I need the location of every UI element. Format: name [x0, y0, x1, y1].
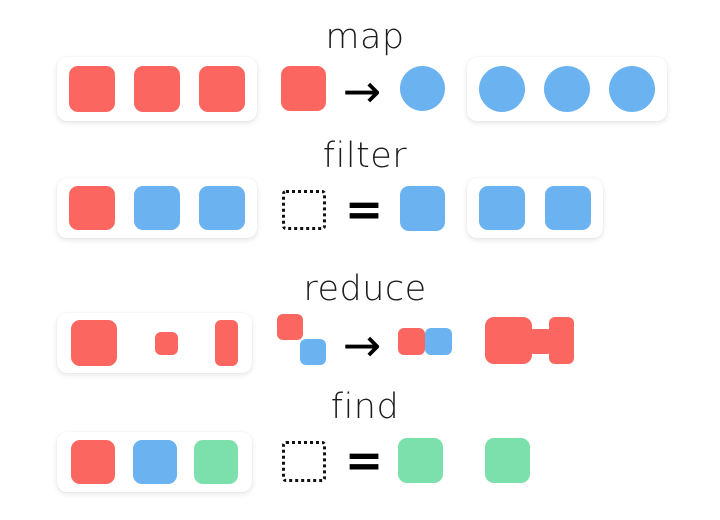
list-item-square	[134, 66, 180, 112]
input-list-reduce	[57, 313, 252, 373]
blob-part-rect-tall	[549, 317, 574, 364]
pair-square-blue	[300, 339, 326, 365]
list-item-rect-tall	[215, 320, 238, 366]
operation-output-pair	[398, 328, 452, 356]
list-item-square	[545, 186, 591, 230]
pair-square-red	[277, 314, 303, 340]
joined-square-blue	[425, 328, 452, 355]
operation-label-filter: filter	[322, 136, 408, 176]
arrow-icon: →	[342, 318, 382, 372]
placeholder-dotted-square	[282, 441, 326, 482]
operation-input-square	[281, 66, 326, 111]
list-item-square	[479, 186, 525, 230]
operation-output-circle	[400, 66, 445, 111]
list-item-square	[199, 186, 245, 230]
blob-part-square-large	[485, 317, 532, 364]
operation-label-map: map	[325, 17, 405, 57]
input-list-map	[57, 57, 257, 121]
operation-label-find: find	[330, 387, 400, 427]
list-item-square	[69, 186, 115, 230]
arrow-icon: →	[342, 64, 382, 118]
list-item-circle	[544, 66, 590, 112]
list-item-square	[71, 440, 115, 484]
reduce-result-merged-shape	[485, 317, 575, 365]
list-item-square	[134, 186, 180, 230]
output-list-map	[467, 57, 667, 121]
equals-icon: =	[344, 433, 384, 487]
list-item-square	[69, 66, 115, 112]
operation-label-reduce: reduce	[303, 269, 427, 309]
list-item-square-large	[71, 320, 117, 366]
list-item-square	[194, 440, 238, 484]
input-list-filter	[57, 178, 257, 238]
operation-match-square	[398, 438, 443, 483]
placeholder-dotted-square	[282, 190, 326, 230]
find-result-square	[485, 438, 530, 483]
output-list-filter	[467, 178, 603, 238]
list-item-circle	[609, 66, 655, 112]
operation-match-square	[400, 186, 445, 231]
input-list-find	[57, 432, 252, 492]
equals-icon: =	[344, 182, 384, 236]
list-item-circle	[479, 66, 525, 112]
joined-square-red	[398, 328, 425, 355]
blob-part-square-small	[528, 329, 553, 354]
list-item-square-small	[154, 331, 178, 355]
list-item-square	[132, 440, 177, 484]
operation-input-pair	[277, 314, 329, 368]
list-item-square	[199, 66, 245, 112]
